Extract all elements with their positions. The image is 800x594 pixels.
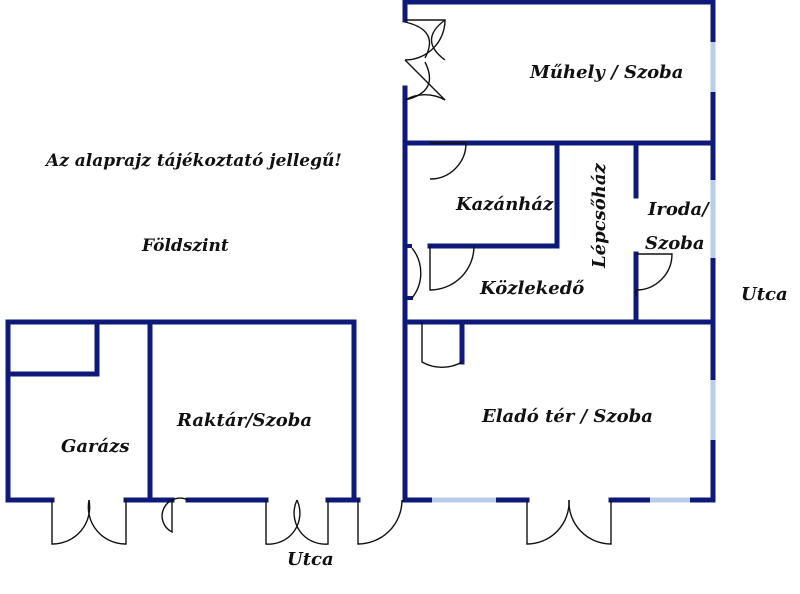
street-label-bottom: Utca [287, 549, 334, 570]
lower-building-walls [5, 319, 361, 503]
room-label-lepcsohaz: Lépcsőház [589, 162, 610, 269]
room-label-iroda-line1: Iroda/ [647, 199, 711, 220]
room-label-iroda-line2: Szoba [645, 233, 704, 254]
room-label-muhely: Műhely / Szoba [529, 62, 683, 83]
room-label-garazs: Garázs [61, 436, 130, 457]
level-label: Földszint [141, 236, 229, 256]
room-label-kozlekedo: Közlekedő [479, 278, 584, 299]
doors [51, 19, 673, 545]
street-label-right: Utca [741, 284, 788, 305]
disclaimer-note: Az alaprajz tájékoztató jellegű! [44, 151, 342, 171]
room-label-kazanhaz: Kazánház [455, 194, 554, 215]
room-label-elado: Eladó tér / Szoba [481, 406, 653, 427]
room-label-raktar: Raktár/Szoba [176, 410, 312, 431]
